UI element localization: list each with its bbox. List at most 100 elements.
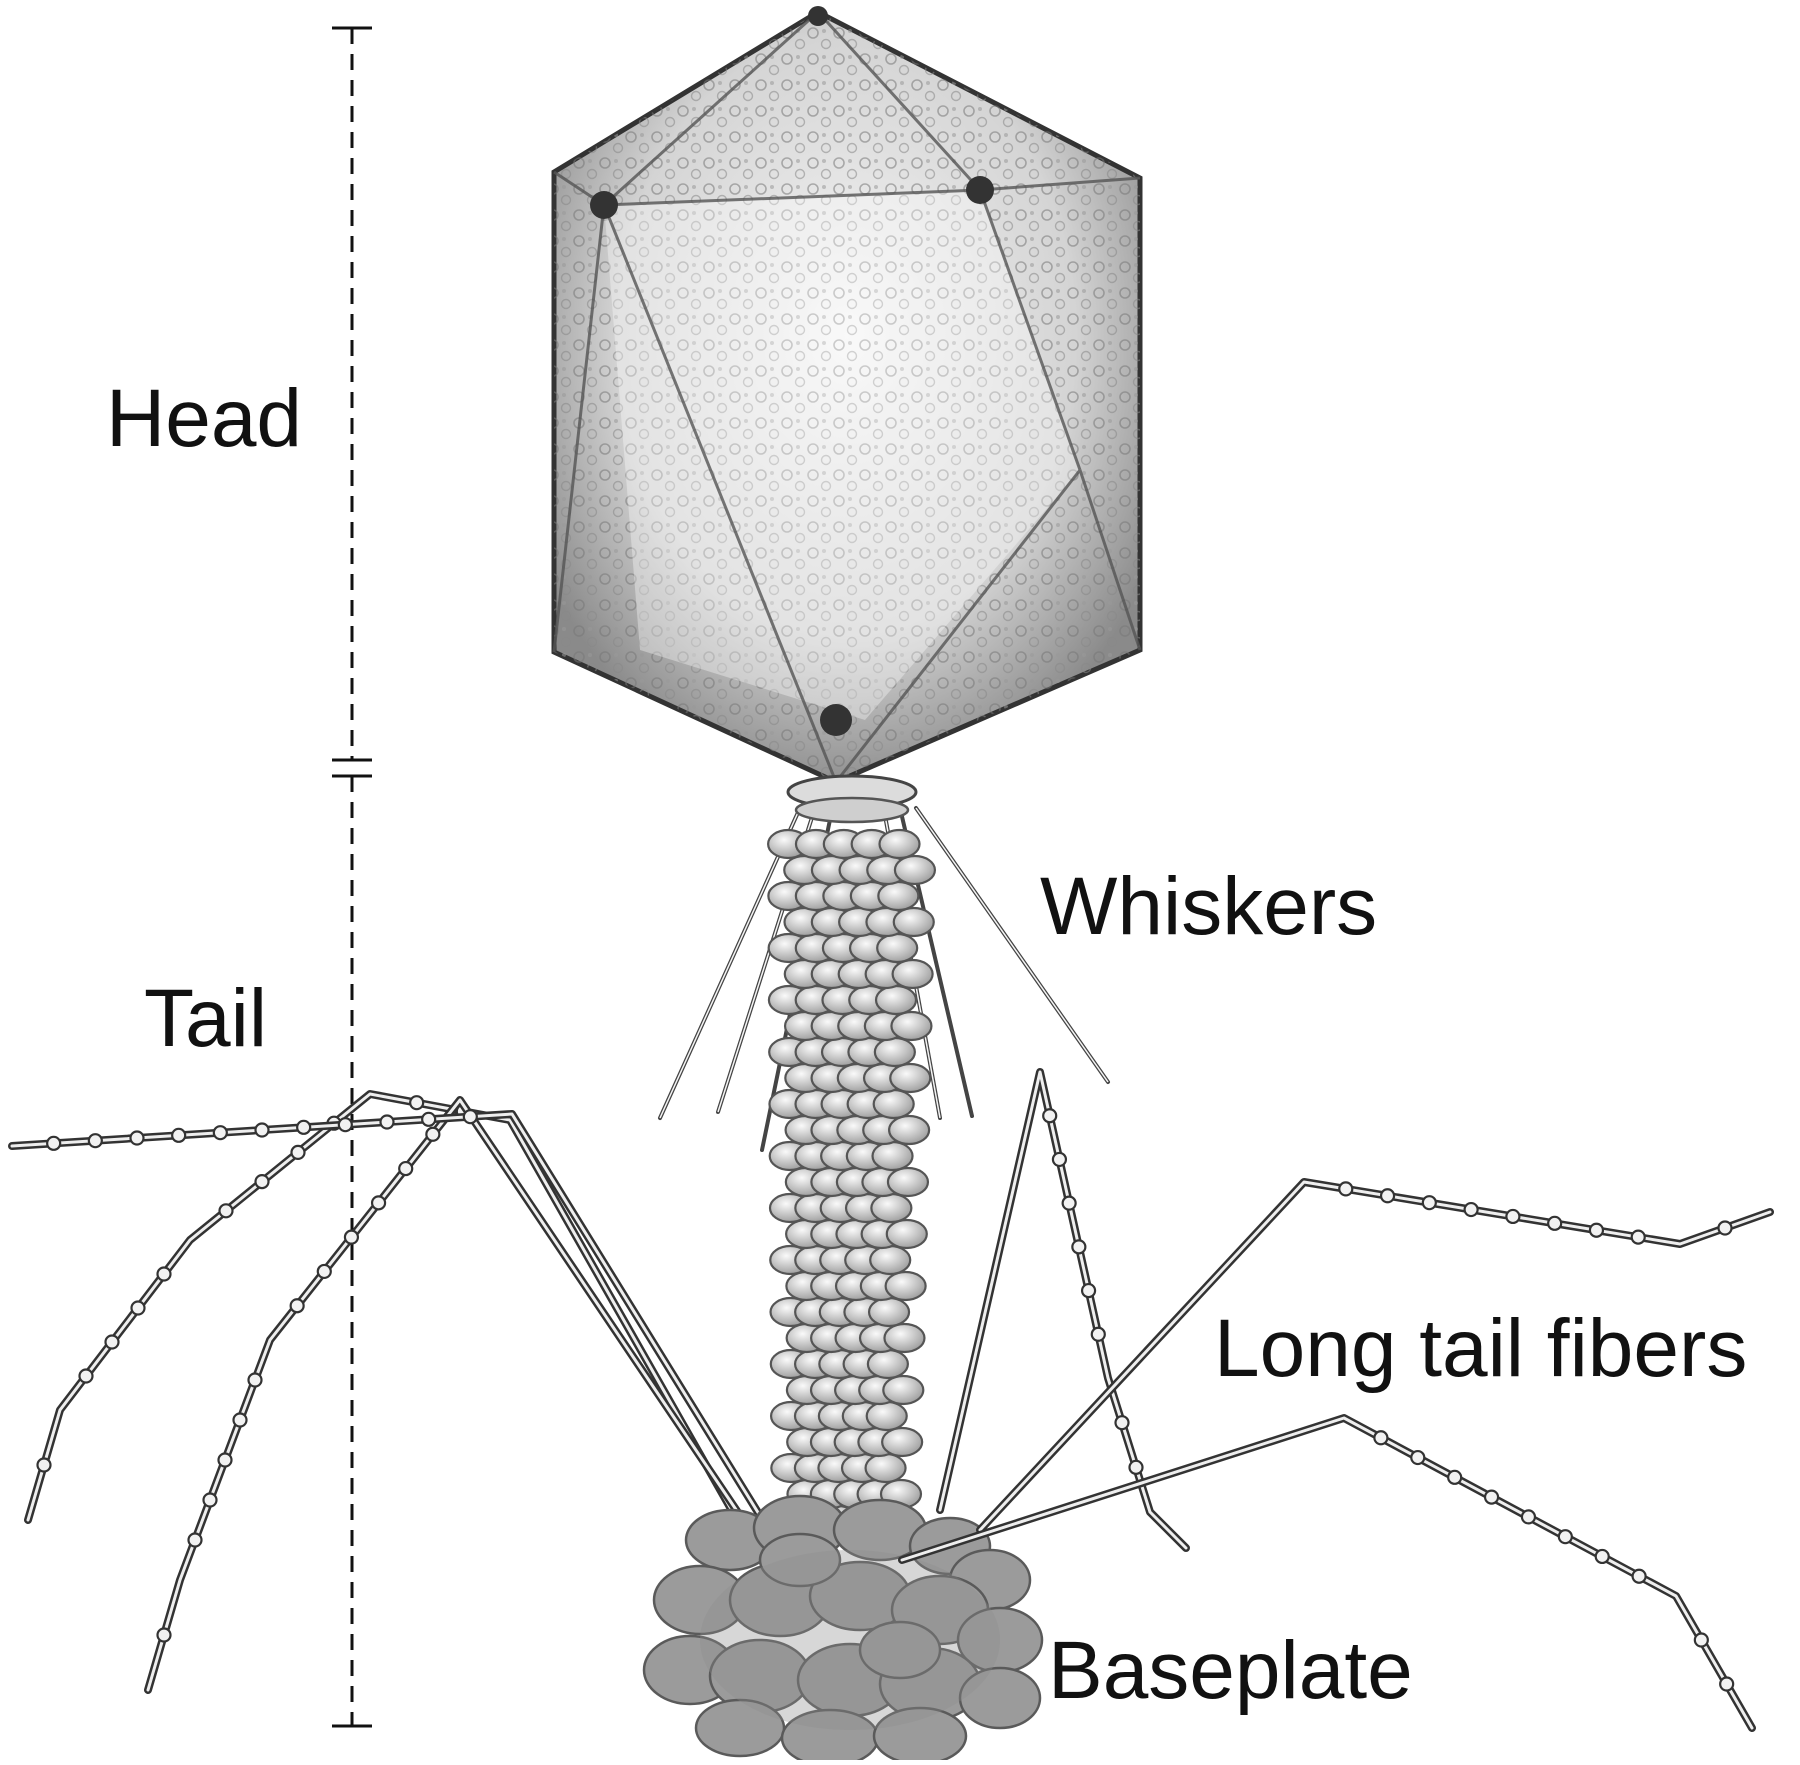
fiber-bead	[1071, 1239, 1087, 1255]
sheath-subunit	[892, 906, 935, 938]
sheath-subunit	[871, 1140, 914, 1172]
scale-bar	[332, 26, 372, 1728]
sheath-subunit	[874, 984, 918, 1016]
fiber-bead	[1338, 1181, 1354, 1197]
sheath-subunit	[889, 1062, 932, 1094]
fiber-bead	[104, 1334, 120, 1350]
fiber-bead	[1090, 1326, 1106, 1342]
sheath-subunit	[886, 1166, 930, 1198]
fiber-bead	[187, 1532, 203, 1548]
fiber-bead	[130, 1300, 146, 1316]
fiber-bead	[46, 1135, 62, 1151]
tail-fiber	[24, 1090, 764, 1564]
fiber-bead	[247, 1372, 263, 1388]
sheath-subunit	[873, 1036, 916, 1068]
fiber-bead	[1410, 1449, 1426, 1466]
fiber-bead	[1447, 1469, 1463, 1485]
sheath-subunit	[870, 1192, 913, 1224]
fiber-bead	[370, 1195, 387, 1211]
sheath-subunit	[891, 958, 934, 990]
fiber-bead	[289, 1298, 305, 1314]
fiber-bead	[1128, 1459, 1144, 1475]
fiber-bead	[1061, 1195, 1077, 1211]
sheath-subunit	[884, 1270, 927, 1302]
fiber-bead	[1693, 1632, 1709, 1648]
label-long-tail-fibers: Long tail fibers	[1214, 1303, 1748, 1394]
sheath-subunit	[893, 854, 937, 886]
fiber-bead	[171, 1127, 187, 1143]
sheath-subunit	[876, 932, 919, 964]
fiber-bead	[1594, 1548, 1610, 1565]
sheath-subunit	[883, 1322, 926, 1354]
fiber-bead	[1547, 1215, 1563, 1231]
long-tail-fibers-back	[8, 1068, 1190, 1694]
sheath-subunit	[865, 1400, 908, 1432]
baseplate	[642, 1494, 1044, 1765]
fiber-bead	[296, 1119, 312, 1135]
fiber-bead	[1373, 1430, 1389, 1446]
baseplate-lobe	[758, 1532, 842, 1588]
fiber-bead	[156, 1627, 172, 1643]
fiber-bead	[36, 1457, 52, 1473]
fiber-bead	[337, 1117, 353, 1133]
baseplate-lobe	[958, 1666, 1042, 1730]
sheath-subunit	[882, 1374, 925, 1406]
sheath-subunit	[885, 1218, 928, 1250]
long-tail-fibers-front	[898, 1178, 1774, 1732]
fiber-bead	[421, 1111, 437, 1127]
fiber-bead	[1631, 1568, 1647, 1584]
fiber-bead	[212, 1125, 228, 1141]
fiber-bead	[343, 1229, 360, 1245]
fiber-bead	[1557, 1529, 1573, 1545]
label-head: Head	[106, 373, 303, 464]
fiber-bead	[156, 1266, 172, 1282]
sheath-subunit	[866, 1348, 909, 1380]
sheath-subunit	[864, 1452, 907, 1484]
fiber-bead	[379, 1114, 395, 1130]
sheath-subunit	[867, 1296, 911, 1328]
label-baseplate: Baseplate	[1048, 1625, 1413, 1716]
fiber-bead	[409, 1095, 425, 1111]
fiber-bead	[217, 1452, 233, 1468]
fiber-bead	[78, 1368, 94, 1384]
fiber-bead	[1080, 1282, 1097, 1299]
fiber-bead	[254, 1173, 270, 1190]
fiber-bead	[462, 1109, 478, 1125]
fiber-bead	[254, 1122, 270, 1138]
fiber-bead	[1588, 1222, 1605, 1238]
fiber-bead	[1520, 1509, 1537, 1525]
sheath-subunit	[877, 880, 920, 912]
fiber-bead	[1463, 1201, 1479, 1218]
fiber-bead	[290, 1144, 306, 1161]
label-whiskers: Whiskers	[1040, 861, 1378, 952]
baseplate-lobe	[858, 1620, 942, 1680]
label-tail: Tail	[144, 973, 268, 1064]
sheath-subunit	[890, 1010, 933, 1042]
fiber-bead	[232, 1412, 248, 1428]
sheath-subunit	[888, 1114, 931, 1146]
fiber-bead	[202, 1492, 218, 1508]
fiber-bead	[1051, 1151, 1068, 1168]
sheath-subunit	[881, 1426, 924, 1458]
fiber-bead	[218, 1203, 234, 1219]
fiber-bead	[425, 1126, 441, 1142]
fiber-bead	[316, 1263, 332, 1280]
sheath-subunit	[878, 828, 921, 860]
collar	[786, 774, 918, 824]
fiber-bead	[87, 1133, 103, 1149]
sheath-subunit	[872, 1088, 915, 1120]
fiber-bead	[1042, 1108, 1058, 1124]
fiber-bead	[398, 1160, 414, 1177]
fiber-bead	[1421, 1195, 1437, 1211]
fiber-bead	[1719, 1676, 1735, 1692]
tail-sheath	[767, 828, 937, 1536]
fiber-bead	[1717, 1220, 1733, 1236]
fiber-bead	[1505, 1208, 1521, 1225]
head-capsid	[551, 6, 1143, 785]
fiber-bead	[1114, 1415, 1130, 1431]
fiber-bead	[129, 1130, 145, 1146]
sheath-subunit	[869, 1244, 912, 1276]
fiber-bead	[1379, 1188, 1396, 1204]
